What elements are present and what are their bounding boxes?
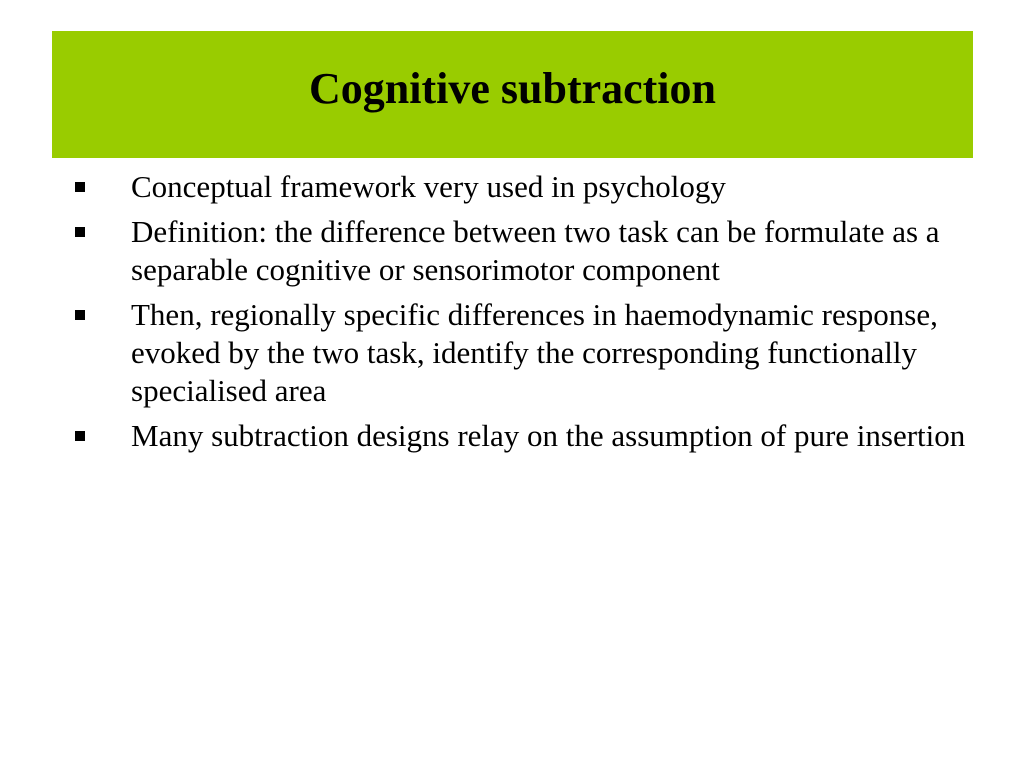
bullet-text: Definition: the difference between two t… [131, 214, 940, 287]
bullet-text: Conceptual framework very used in psycho… [131, 169, 726, 204]
bullet-text: Then, regionally specific differences in… [131, 297, 938, 408]
bullet-item: Conceptual framework very used in psycho… [72, 168, 984, 206]
bullet-item: Many subtraction designs relay on the as… [72, 417, 984, 455]
title-band: Cognitive subtraction [52, 31, 973, 158]
bullet-list: Conceptual framework very used in psycho… [72, 168, 984, 462]
square-bullet-icon [75, 182, 85, 192]
bullet-item: Definition: the difference between two t… [72, 213, 984, 289]
slide-title: Cognitive subtraction [309, 63, 716, 113]
square-bullet-icon [75, 227, 85, 237]
square-bullet-icon [75, 431, 85, 441]
square-bullet-icon [75, 310, 85, 320]
bullet-text: Many subtraction designs relay on the as… [131, 418, 966, 453]
bullet-item: Then, regionally specific differences in… [72, 296, 984, 410]
